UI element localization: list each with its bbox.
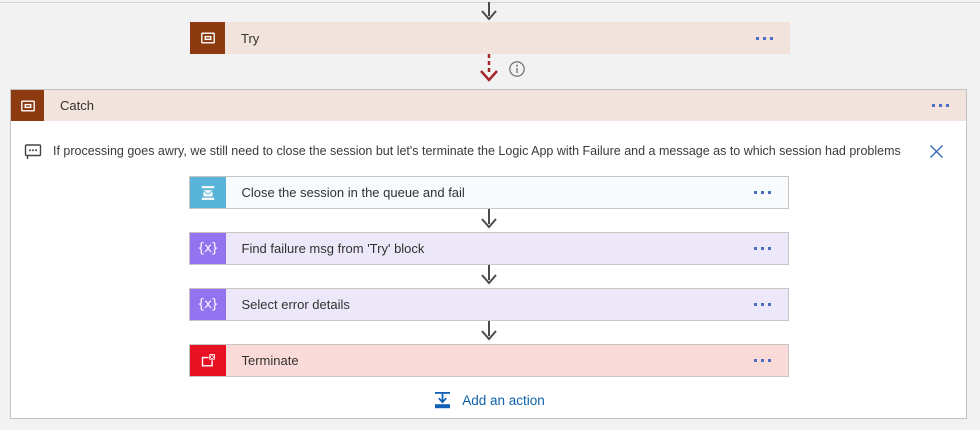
add-action-label: Add an action xyxy=(462,392,545,408)
try-scope-title: Try xyxy=(241,30,260,46)
action-title: Find failure msg from 'Try' block xyxy=(241,241,425,256)
action-card-terminate[interactable]: Terminate xyxy=(188,344,789,377)
action-title: Close the session in the queue and fail xyxy=(241,185,465,200)
action-card-close-session[interactable]: Close the session in the queue and fail xyxy=(188,176,789,209)
comment-text: If processing goes awry, we still need t… xyxy=(53,144,901,158)
catch-actions-stack: Close the session in the queue and fail … xyxy=(188,176,789,410)
variables-icon: {x} xyxy=(189,289,226,320)
service-bus-icon xyxy=(189,177,226,208)
arrow-down-icon xyxy=(477,2,501,22)
info-icon[interactable] xyxy=(508,60,526,78)
arrow-down-icon xyxy=(477,265,501,288)
action-card-find-failure-msg[interactable]: {x} Find failure msg from 'Try' block xyxy=(188,232,789,265)
action-title: Select error details xyxy=(241,297,350,312)
catch-menu-button[interactable] xyxy=(915,90,966,121)
scope-icon xyxy=(190,22,225,54)
action-menu-button[interactable] xyxy=(737,177,788,208)
try-menu-button[interactable] xyxy=(739,22,790,54)
action-card-select-error-details[interactable]: {x} Select error details xyxy=(188,288,789,321)
action-menu-button[interactable] xyxy=(737,289,788,320)
insert-action-icon xyxy=(432,390,453,410)
variables-icon: {x} xyxy=(189,233,226,264)
comment-bar: If processing goes awry, we still need t… xyxy=(11,140,966,162)
action-menu-button[interactable] xyxy=(737,233,788,264)
action-menu-button[interactable] xyxy=(737,345,788,376)
close-icon[interactable] xyxy=(926,141,946,161)
catch-scope-title: Catch xyxy=(60,98,94,113)
comment-icon xyxy=(23,141,43,161)
terminate-icon xyxy=(189,345,226,376)
catch-scope-header[interactable]: Catch xyxy=(11,90,966,121)
add-action-button[interactable]: Add an action xyxy=(432,390,545,410)
catch-scope-container: Catch If processing goes awry, we still … xyxy=(10,89,967,419)
dashed-arrow-down-icon xyxy=(477,54,501,84)
scope-icon xyxy=(11,90,44,121)
try-scope-card[interactable]: Try xyxy=(190,22,790,54)
arrow-down-icon xyxy=(477,209,501,232)
action-title: Terminate xyxy=(241,353,299,368)
arrow-down-icon xyxy=(477,321,501,344)
